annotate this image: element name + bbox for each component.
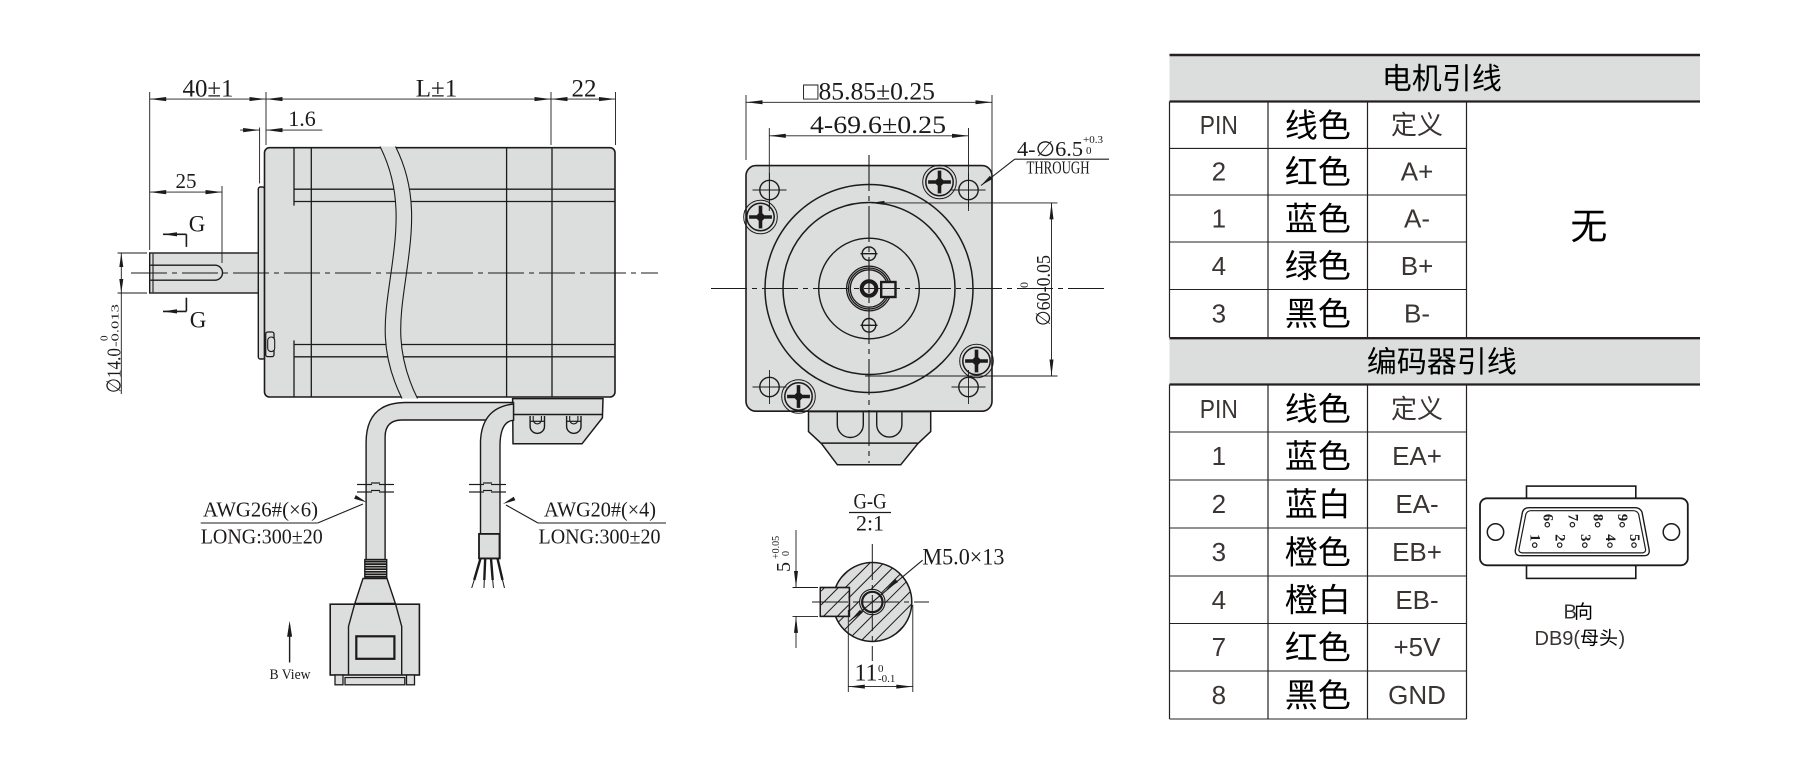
svg-text:0: 0 — [1086, 145, 1092, 157]
svg-text:2:1: 2:1 — [856, 511, 884, 536]
svg-text:8: 8 — [1212, 680, 1226, 710]
svg-text:9: 9 — [1614, 514, 1630, 521]
svg-text:PIN: PIN — [1200, 110, 1238, 140]
svg-text:-0.013: -0.013 — [110, 303, 122, 347]
svg-text:7: 7 — [1564, 514, 1580, 521]
svg-text:L±1: L±1 — [416, 76, 458, 103]
svg-text:): ) — [1619, 628, 1626, 650]
svg-text:定义: 定义 — [1391, 110, 1443, 140]
svg-text:THROUGH: THROUGH — [1027, 158, 1090, 178]
svg-text:□85.85±0.25: □85.85±0.25 — [803, 79, 935, 106]
svg-text:A-: A- — [1404, 204, 1430, 234]
svg-text:DB9(: DB9( — [1535, 628, 1581, 650]
svg-text:4: 4 — [1212, 585, 1226, 615]
svg-text:AWG26#(×6): AWG26#(×6) — [203, 498, 318, 522]
svg-text:7: 7 — [1212, 632, 1226, 662]
svg-text:EB+: EB+ — [1392, 537, 1442, 567]
svg-text:25: 25 — [176, 169, 197, 193]
svg-text:0: 0 — [781, 551, 792, 556]
svg-text:1.6: 1.6 — [288, 106, 316, 131]
svg-text:4: 4 — [1212, 251, 1226, 281]
svg-text:EA+: EA+ — [1392, 441, 1442, 471]
svg-text:4-69.6±0.25: 4-69.6±0.25 — [810, 112, 946, 139]
svg-text:2: 2 — [1552, 534, 1568, 541]
svg-text:+5V: +5V — [1394, 632, 1442, 662]
svg-text:EB-: EB- — [1395, 585, 1438, 615]
svg-text:PIN: PIN — [1200, 394, 1238, 424]
svg-text:4: 4 — [1602, 534, 1618, 541]
svg-text:M5.0×13: M5.0×13 — [922, 545, 1004, 570]
svg-text:∅60-0.05: ∅60-0.05 — [1033, 255, 1055, 326]
svg-text:B-: B- — [1404, 299, 1430, 329]
svg-text:G: G — [190, 308, 207, 333]
svg-text:B+: B+ — [1401, 251, 1434, 281]
svg-text:5: 5 — [773, 562, 795, 572]
svg-text:定义: 定义 — [1391, 394, 1443, 424]
svg-text:∅14.0: ∅14.0 — [104, 348, 126, 393]
svg-text:11: 11 — [854, 661, 877, 687]
svg-text:1: 1 — [1527, 534, 1543, 541]
svg-text:40±1: 40±1 — [183, 76, 234, 103]
svg-text:0: 0 — [1017, 282, 1031, 288]
svg-text:EA-: EA- — [1395, 489, 1438, 519]
svg-text:-0.1: -0.1 — [878, 673, 895, 685]
svg-text:5: 5 — [1626, 534, 1642, 541]
svg-text:B View: B View — [270, 667, 311, 683]
svg-text:1: 1 — [1212, 441, 1226, 471]
svg-text:G: G — [189, 212, 206, 237]
svg-text:1: 1 — [1212, 204, 1226, 234]
svg-text:3: 3 — [1212, 537, 1226, 567]
svg-text:8: 8 — [1590, 514, 1606, 521]
svg-text:3: 3 — [1212, 299, 1226, 329]
svg-text:LONG:300±20: LONG:300±20 — [201, 525, 323, 549]
svg-text:B: B — [1564, 602, 1577, 624]
svg-text:3: 3 — [1577, 534, 1593, 541]
svg-text:AWG20#(×4): AWG20#(×4) — [544, 498, 656, 522]
svg-text:22: 22 — [572, 76, 597, 103]
svg-text:6: 6 — [1539, 514, 1555, 521]
svg-text:2: 2 — [1212, 157, 1226, 187]
svg-text:A+: A+ — [1401, 157, 1434, 187]
svg-text:2: 2 — [1212, 489, 1226, 519]
svg-text:LONG:300±20: LONG:300±20 — [539, 525, 661, 549]
svg-text:GND: GND — [1388, 680, 1446, 710]
